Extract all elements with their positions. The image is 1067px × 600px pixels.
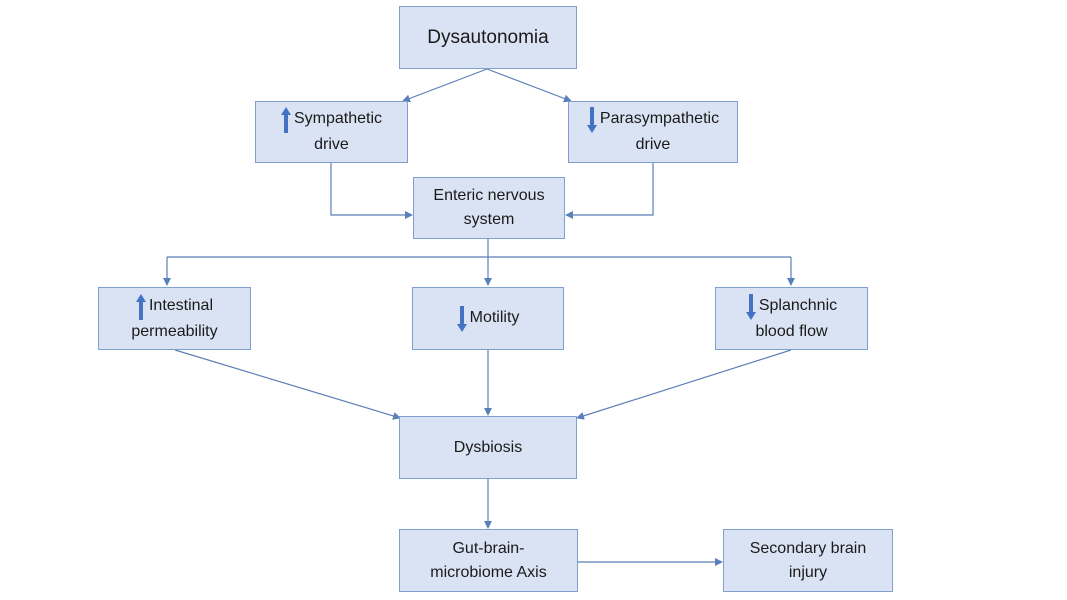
up-arrow-icon <box>135 293 146 320</box>
arrow-parasympathetic-to-enteric <box>565 163 654 219</box>
down-arrow-icon <box>745 293 756 320</box>
node-secondary-label-1: Secondary brain <box>749 539 867 557</box>
node-parasympathetic-label-2: drive <box>635 136 671 153</box>
node-intestinal-label-2: permeability <box>131 322 218 340</box>
node-dysbiosis: Dysbiosis <box>399 416 577 479</box>
arrow-splanchnic-to-dysbiosis <box>576 349 792 420</box>
node-sympathetic-drive: Sympathetic drive <box>255 101 408 163</box>
node-dysautonomia-label: Dysautonomia <box>427 26 549 48</box>
up-arrow-icon <box>280 107 291 133</box>
node-motility-label: Motility <box>469 308 520 326</box>
node-gut-brain-microbiome-axis: Gut-brain- microbiome Axis <box>399 529 578 592</box>
node-sympathetic-label-2: drive <box>314 136 349 153</box>
down-arrow-icon <box>456 305 467 332</box>
node-enteric-nervous-system: Enteric nervous system <box>413 177 565 239</box>
node-splanchnic-blood-flow: Splanchnic blood flow <box>715 287 868 350</box>
node-secondary-label-2: injury <box>788 563 828 581</box>
node-motility: Motility <box>412 287 564 350</box>
node-splanchnic-label-2: blood flow <box>755 322 828 340</box>
arrow-dysautonomia-to-parasympathetic <box>486 68 572 103</box>
node-gutbrain-label-1: Gut-brain- <box>452 539 525 557</box>
arrow-dysautonomia-to-sympathetic <box>402 68 488 103</box>
node-dysautonomia: Dysautonomia <box>399 6 577 69</box>
node-parasympathetic-drive: Parasympathetic drive <box>568 101 738 163</box>
node-splanchnic-label-1: Splanchnic <box>758 296 838 314</box>
arrow-intestinal-to-dysbiosis <box>174 349 401 420</box>
node-gutbrain-label-2: microbiome Axis <box>430 563 547 581</box>
down-arrow-icon <box>586 107 597 133</box>
node-enteric-label-2: system <box>463 211 515 228</box>
node-secondary-brain-injury: Secondary brain injury <box>723 529 893 592</box>
node-parasympathetic-label-1: Parasympathetic <box>599 110 720 127</box>
node-enteric-label-1: Enteric nervous <box>433 187 545 204</box>
arrow-sympathetic-to-enteric <box>330 163 413 219</box>
node-intestinal-label-1: Intestinal <box>148 296 214 314</box>
node-intestinal-permeability: Intestinal permeability <box>98 287 251 350</box>
node-sympathetic-label-1: Sympathetic <box>293 110 383 127</box>
node-dysbiosis-label: Dysbiosis <box>453 438 523 456</box>
